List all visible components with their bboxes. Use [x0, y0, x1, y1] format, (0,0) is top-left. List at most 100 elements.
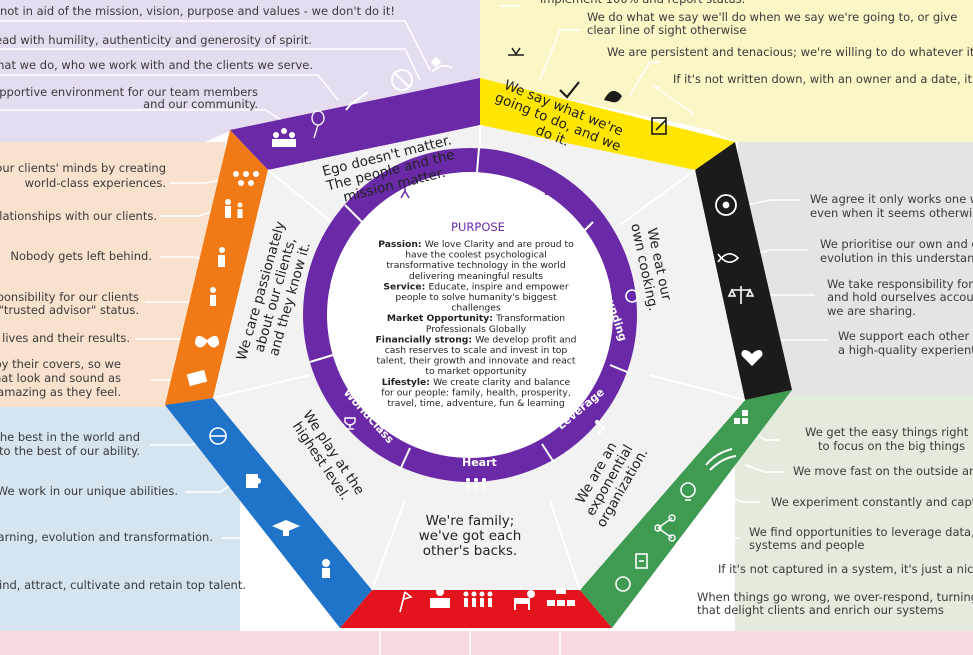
ring-segment-leverage [580, 390, 792, 628]
purpose-text: challenges [451, 303, 501, 314]
statement-line: other's backs. [423, 543, 517, 559]
grounding-ring-icon [625, 289, 639, 303]
bg-heart [0, 631, 973, 655]
target-icon [508, 47, 524, 56]
value-text-care: relationships with our clients. [0, 209, 157, 223]
value-text-spirit: it's not in aid of the mission, vision, … [0, 4, 395, 18]
purpose-text: people to solve humanity's biggest [395, 292, 557, 303]
family-icon [466, 478, 486, 489]
value-text-worldclass: to the best of our ability. [0, 444, 140, 458]
half-circle-icon [615, 576, 631, 592]
bg-results [480, 0, 973, 142]
purpose-label: Market Opportunity: [387, 313, 496, 324]
stars-icon [233, 171, 259, 186]
value-text-grounding: we are sharing. [827, 304, 916, 318]
purpose-line: Market Opportunity: Transformation [387, 313, 565, 324]
purpose-line: Financially strong: We develop profit an… [376, 334, 577, 345]
flow-icon [654, 514, 676, 542]
purpose-text: Educate, inspire and empower [428, 281, 568, 292]
purpose-label: Financially strong: [376, 334, 476, 345]
ring-segment-grounding [695, 142, 792, 400]
book-icon [186, 369, 208, 387]
purpose-text: delivering meaningful results [409, 271, 543, 282]
value-text-care: ts lives and their results. [0, 331, 130, 345]
team-icon [272, 128, 296, 147]
value-text-leverage: to focus on the big things [818, 439, 965, 453]
value-text-results: We do what we say we'll do when we say w… [587, 10, 957, 24]
road-icon [705, 448, 737, 471]
org-chart-icon [547, 588, 575, 606]
value-text-grounding: We agree it only works one wa [810, 192, 973, 206]
purpose-text: Transformation [495, 313, 565, 324]
core-ring-dividers [309, 147, 633, 471]
ring-label-heart: Heart [462, 456, 497, 469]
value-text-spirit: and our community. [143, 97, 258, 111]
value-text-leverage: We move fast on the outside and [793, 464, 973, 478]
purpose-text: cash reserves to scale and invest in top [385, 345, 568, 356]
ring-label-care: Care [326, 282, 345, 312]
checklist-icon [635, 553, 648, 569]
dna-icon [717, 253, 740, 263]
purpose-line: transformative technology in the world [386, 260, 565, 271]
purpose-statements: Passion: We love Clarity and are proud t… [376, 239, 577, 409]
pencil-icon [345, 91, 369, 111]
value-text-results: If it's not written down, with an owner … [673, 72, 973, 86]
value-text-leverage: When things go wrong, we over-respond, t… [697, 590, 973, 604]
value-text-care: hat look and sound as [0, 371, 121, 385]
graduation-icon [272, 520, 300, 536]
purpose-label: Lifestyle: [382, 377, 433, 388]
value-text-results: clear line of sight otherwise [587, 23, 746, 37]
ban-icon [391, 69, 413, 91]
circle-target-icon [715, 194, 737, 216]
purpose-line: for our people: family, health, prosperi… [381, 387, 571, 398]
value-text-spirit: We lead with humility, authenticity and … [0, 33, 312, 47]
notepad-icon [651, 117, 667, 135]
butterfly-icon [195, 335, 219, 348]
people-icon [463, 591, 493, 607]
value-texts: it's not in aid of the mission, vision, … [0, 0, 973, 617]
dog-icon [514, 590, 535, 610]
segment-icons [186, 47, 763, 613]
globe-icon [209, 427, 227, 445]
purpose-line: have the coolest psychological [405, 250, 547, 261]
value-text-care: amazing as they feel. [0, 385, 121, 399]
person-icon [400, 175, 410, 199]
value-text-worldclass: the best in the world and [0, 430, 140, 444]
heart-icon [741, 350, 763, 366]
value-text-grounding: We take responsibility for ca [827, 277, 973, 291]
helping-icon [218, 247, 225, 267]
value-text-care: "trusted advisor" status. [0, 303, 139, 317]
value-text-worldclass: learning, evolution and transformation. [0, 530, 213, 544]
ring-segment-worldclass [165, 398, 372, 628]
value-text-leverage: systems and people [749, 538, 865, 552]
purpose-text: We create clarity and balance [433, 377, 570, 388]
handshake-icon [314, 282, 331, 299]
lightbulb-icon [680, 482, 696, 501]
value-text-results: We are persistent and tenacious; we're w… [607, 45, 973, 59]
puzzle-grid-icon [734, 410, 748, 424]
value-text-grounding: and hold ourselves account [827, 290, 973, 304]
purpose-label: Service: [383, 281, 428, 292]
network-icon [594, 419, 606, 436]
purpose-text: We love Clarity and are proud to [425, 239, 574, 250]
purpose-line: delivering meaningful results [409, 271, 543, 282]
outer-ring [165, 78, 792, 628]
purpose-text: Professionals Globally [426, 324, 527, 335]
purpose-line: talent, their growth and innovate and re… [377, 356, 576, 367]
statement-line: we've got each [419, 528, 522, 544]
detective-icon [604, 90, 622, 103]
value-text-leverage: that delight clients and enrich our syst… [697, 603, 944, 617]
purpose-line: Professionals Globally [426, 324, 527, 335]
value-text-grounding: even when it seems otherwise. [810, 206, 973, 220]
purpose-text: travel, time, adventure, fun & learning [387, 398, 564, 409]
puzzle-icon [246, 474, 261, 488]
ring-segment-heart [340, 590, 612, 628]
purpose-line: Lifestyle: We create clarity and balance [382, 377, 571, 388]
lifting-icon [210, 287, 216, 306]
purpose-line: challenges [451, 303, 501, 314]
check-icon [559, 81, 580, 99]
value-text-leverage: We experiment constantly and captu [771, 495, 973, 509]
purpose-text: talent, their growth and innovate and re… [377, 356, 576, 367]
trophy-icon [344, 417, 356, 430]
